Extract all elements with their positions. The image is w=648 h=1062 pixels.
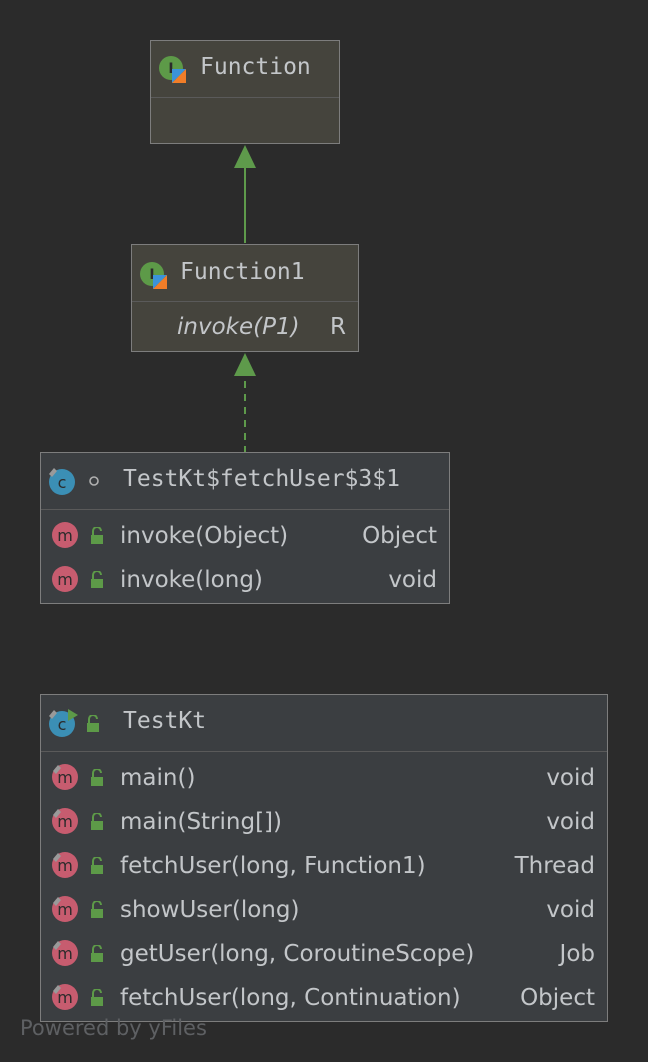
yfiles-watermark: Powered by yFiles [20,1016,207,1040]
public-lock-icon [91,769,103,786]
svg-text:I: I [168,61,173,77]
node-header: c TestKt [41,695,607,752]
method-return: void [388,567,437,593]
package-private-icon [89,476,99,486]
implements-arrowhead [234,353,256,376]
node-header: c TestKt$fetchUser$3$1 [41,453,449,510]
svg-text:m: m [57,988,73,1007]
static-method-icon: m [52,984,78,1010]
interface-icon: I [140,262,167,289]
node-title: TestKt$fetchUser$3$1 [123,466,400,492]
method-row[interactable]: m fetchUser(long, Function1) Thread [41,844,607,888]
method-icon: m [52,522,78,548]
method-name: invoke(Object) [120,523,289,549]
method-return: void [546,765,595,791]
public-lock-icon [87,715,99,732]
method-row[interactable]: m getUser(long, CoroutineScope) Job [41,932,607,976]
interface-icon: I [159,56,186,83]
method-icon: m [52,566,78,592]
node-header: I Function1 [132,245,358,302]
public-lock-icon [91,901,103,918]
node-title: TestKt [123,708,207,734]
class-icon: c [49,468,75,495]
public-lock-icon [91,527,103,544]
method-name: invoke(P1) [177,314,300,340]
method-row[interactable]: m invoke(long) void [41,558,449,602]
runnable-class-icon: c [49,709,78,737]
static-method-icon: m [52,940,78,966]
method-name: main(String[]) [120,809,282,835]
svg-text:m: m [57,570,73,589]
method-return: Thread [514,853,595,879]
node-header: I Function [151,41,339,98]
svg-text:m: m [57,944,73,963]
static-method-icon: m [52,896,78,922]
method-name: getUser(long, CoroutineScope) [120,941,475,967]
svg-text:m: m [57,900,73,919]
static-method-icon: m [52,808,78,834]
svg-text:m: m [57,526,73,545]
method-row[interactable]: invoke(P1) R [132,305,358,349]
method-row[interactable]: m fetchUser(long, Continuation) Object [41,976,607,1020]
method-name: showUser(long) [120,897,300,923]
svg-text:m: m [57,768,73,787]
static-method-icon: m [52,764,78,790]
svg-text:I: I [149,267,154,283]
svg-text:m: m [57,856,73,875]
function-interface-node[interactable]: I Function [150,40,340,144]
svg-text:m: m [57,812,73,831]
method-return: Job [559,941,595,967]
public-lock-icon [91,989,103,1006]
public-lock-icon [91,813,103,830]
public-lock-icon [91,571,103,588]
node-title: Function [200,54,311,80]
anonymous-class-node[interactable]: c TestKt$fetchUser$3$1 m invoke(Object) … [40,452,450,604]
node-title: Function1 [180,259,305,285]
extends-arrowhead [234,145,256,168]
method-return: Object [520,985,595,1011]
method-row[interactable]: m invoke(Object) Object [41,514,449,558]
method-return: Object [362,523,437,549]
method-name: fetchUser(long, Function1) [120,853,426,879]
svg-text:c: c [58,473,67,492]
method-name: invoke(long) [120,567,263,593]
method-return: R [330,314,346,340]
method-row[interactable]: m main(String[]) void [41,800,607,844]
function1-interface-node[interactable]: I Function1 invoke(P1) R [131,244,359,352]
method-row[interactable]: m showUser(long) void [41,888,607,932]
svg-text:c: c [58,715,67,734]
method-name: main() [120,765,196,791]
method-name: fetchUser(long, Continuation) [120,985,461,1011]
public-lock-icon [91,857,103,874]
public-lock-icon [91,945,103,962]
method-row[interactable]: m main() void [41,756,607,800]
static-method-icon: m [52,852,78,878]
method-return: void [546,809,595,835]
testkt-class-node[interactable]: c TestKt m main() void m [40,694,608,1022]
method-return: void [546,897,595,923]
